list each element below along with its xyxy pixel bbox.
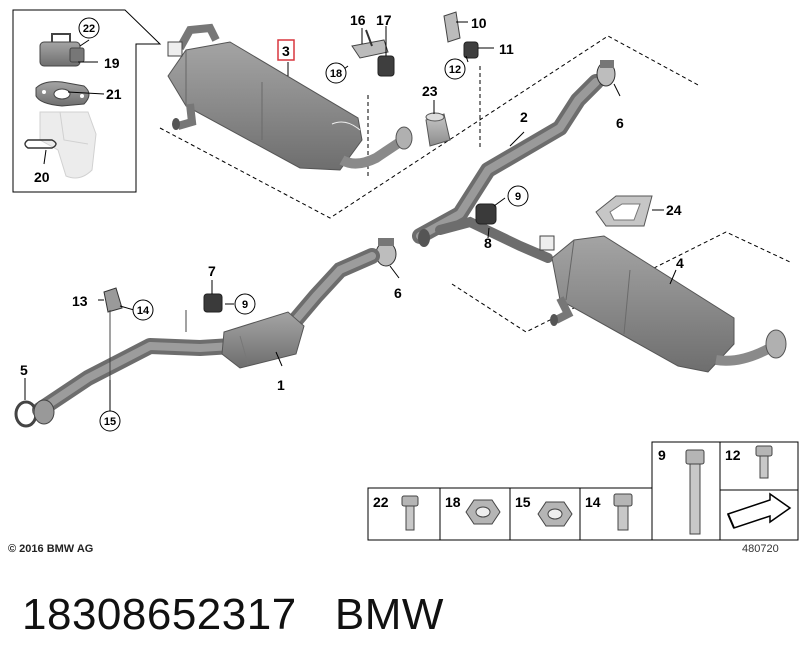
pipe-clamp-5	[14, 399, 55, 428]
circled-label-12: 12	[444, 58, 466, 80]
assembly-boundary-lines	[159, 35, 791, 333]
label-part-11: 11	[499, 41, 514, 57]
legend-label-14: 14	[585, 494, 601, 510]
label-part-6-upper: 6	[616, 115, 624, 131]
rubber-mount-7	[203, 293, 223, 313]
label-part-5: 5	[20, 362, 28, 378]
bolt-12-icon	[755, 445, 773, 479]
part-caption: 18308652317 BMW	[22, 590, 444, 640]
svg-text:18: 18	[330, 68, 342, 80]
label-part-20: 20	[34, 169, 50, 185]
circled-label-9-lower: 9	[234, 293, 256, 315]
hanger-bracket-16	[351, 29, 389, 59]
mount-bracket-ghost	[39, 111, 97, 179]
fastener-legend: 22 18 15 14 9 12	[367, 441, 799, 541]
rubber-mount-11	[463, 41, 479, 59]
rubber-mount-8	[475, 203, 497, 225]
circled-label-22: 22	[78, 17, 100, 39]
svg-text:14: 14	[137, 305, 150, 317]
legend-label-18: 18	[445, 494, 461, 510]
gasket-plate	[35, 81, 90, 107]
centre-pipe	[412, 74, 604, 263]
label-part-2: 2	[520, 109, 528, 125]
leader-lines	[24, 21, 677, 412]
pipe-sleeve-23	[425, 112, 451, 147]
label-part-8: 8	[484, 235, 492, 251]
bolt-22-icon	[401, 495, 419, 531]
spring-clip	[24, 139, 57, 149]
circled-label-15: 15	[99, 410, 121, 432]
nut-15-icon	[537, 501, 573, 527]
orientation-arrow-icon	[726, 492, 792, 529]
circled-label-18: 18	[325, 62, 347, 84]
label-part-4: 4	[676, 255, 684, 271]
label-part-21: 21	[106, 86, 122, 102]
hanger-bracket-13	[103, 287, 123, 380]
label-part-17: 17	[376, 12, 392, 28]
legend-label-12: 12	[725, 447, 741, 463]
part-number: 18308652317	[22, 590, 297, 639]
pipe-clamp-6-upper	[596, 60, 616, 87]
hanger-bracket-10	[443, 11, 461, 43]
front-pipe	[32, 248, 380, 418]
circled-label-14: 14	[132, 299, 154, 321]
svg-text:15: 15	[104, 416, 116, 428]
bolt-9-icon	[685, 449, 705, 535]
circled-label-9-upper: 9	[507, 185, 529, 207]
svg-text:12: 12	[449, 64, 461, 76]
copyright-notice: © 2016 BMW AG	[8, 543, 94, 555]
brand-name: BMW	[334, 590, 444, 639]
label-part-24: 24	[666, 202, 682, 218]
rubber-mount-17	[377, 55, 395, 77]
highlight-box-part-3	[277, 39, 295, 61]
vacuum-actuator	[39, 33, 85, 67]
label-part-16: 16	[350, 12, 366, 28]
label-part-13: 13	[72, 293, 88, 309]
legend-label-15: 15	[515, 494, 531, 510]
nut-18-icon	[465, 499, 501, 525]
pipe-clamp-6-lower	[375, 238, 397, 267]
rear-silencer-left	[167, 23, 413, 171]
legend-label-22: 22	[373, 494, 389, 510]
svg-text:9: 9	[515, 191, 521, 203]
label-part-10: 10	[471, 15, 487, 31]
detail-inset	[12, 9, 162, 193]
label-part-3: 3	[282, 43, 290, 59]
drawing-number: 480720	[742, 543, 779, 555]
svg-text:22: 22	[83, 23, 95, 35]
rear-silencer-right	[539, 235, 787, 373]
heat-shield-24	[595, 195, 653, 227]
svg-text:9: 9	[242, 299, 248, 311]
legend-label-9: 9	[658, 447, 666, 463]
label-part-6-lower: 6	[394, 285, 402, 301]
label-part-19: 19	[104, 55, 120, 71]
catalytic-converter	[221, 311, 305, 369]
label-part-23: 23	[422, 83, 438, 99]
label-part-7: 7	[208, 263, 216, 279]
label-part-1: 1	[277, 377, 285, 393]
bolt-14-icon	[613, 493, 633, 531]
